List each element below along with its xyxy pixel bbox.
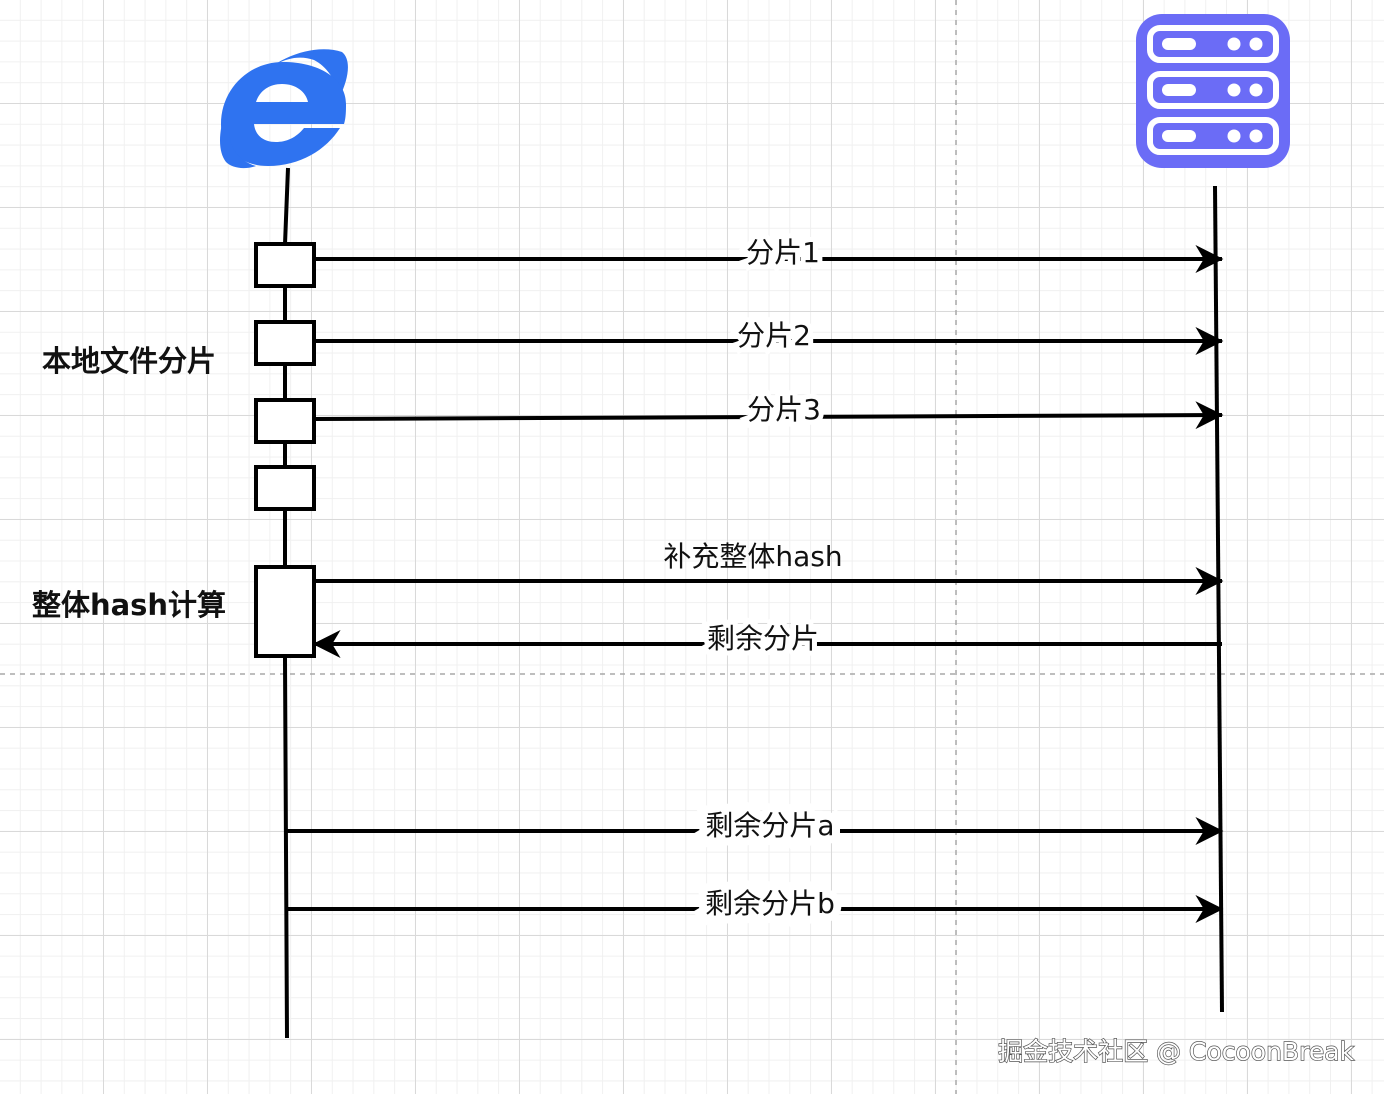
message-chunk-2: 分片2 (314, 314, 1224, 357)
label-hash-calc: 整体hash计算 (32, 588, 226, 622)
server-rack-icon (1136, 14, 1290, 168)
message-label: 补充整体hash (663, 540, 842, 573)
message-label: 剩余分片a (705, 809, 834, 842)
chunk-box-3 (254, 398, 316, 444)
message-label: 剩余分片b (705, 887, 835, 920)
watermark: 掘金技术社区 @ CocoonBreak (998, 1037, 1354, 1066)
label-local-split: 本地文件分片 (42, 344, 216, 378)
message-label: 剩余分片 (707, 622, 819, 655)
message-chunk-3: 分片3 (313, 388, 1224, 431)
message-label: 分片3 (747, 393, 821, 426)
chunk-box-2 (254, 320, 316, 366)
message-label: 分片1 (746, 236, 820, 269)
chunk-box-4 (254, 465, 316, 511)
hash-activation-box (254, 565, 316, 658)
message-remaining-chunks: 剩余分片 (312, 617, 1222, 660)
chunk-box-1 (254, 242, 316, 288)
message-label: 分片2 (737, 319, 811, 352)
message-chunk-1: 分片1 (314, 231, 1224, 274)
internet-explorer-icon (220, 49, 348, 169)
message-remaining-chunk-b: 剩余分片b (287, 879, 1224, 928)
message-remaining-chunk-a: 剩余分片a (287, 801, 1224, 850)
client-lifeline (283, 167, 290, 1039)
message-full-hash: 补充整体hash (314, 540, 1224, 595)
server-lifeline (1213, 185, 1224, 1013)
